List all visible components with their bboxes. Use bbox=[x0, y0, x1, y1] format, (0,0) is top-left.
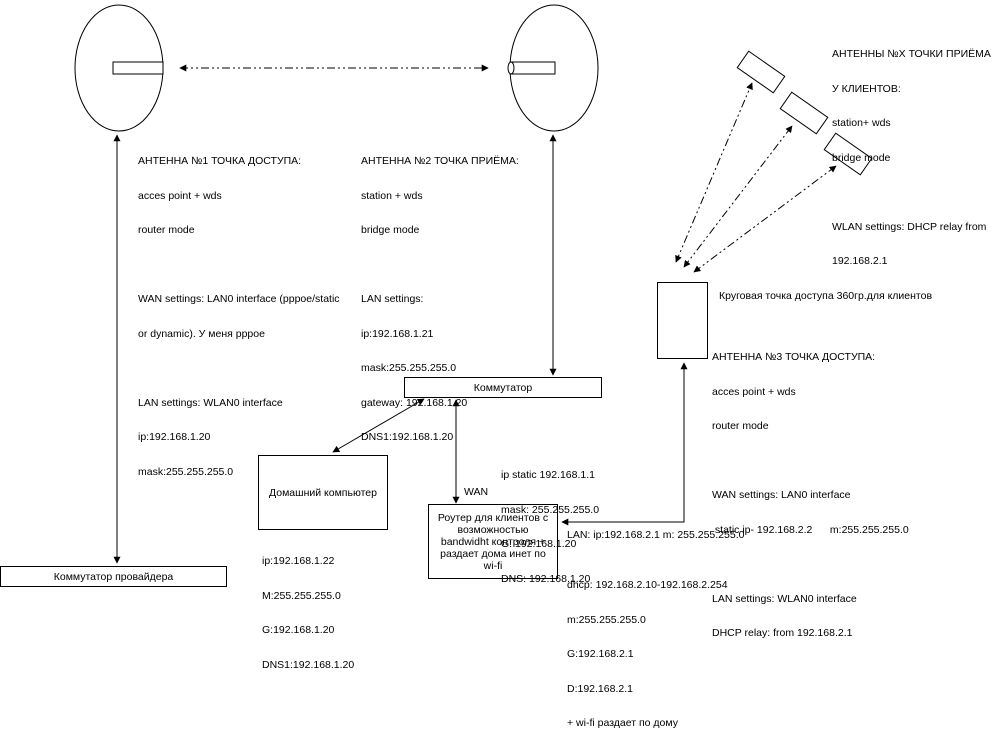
client-antennas-line: bridge mode bbox=[832, 151, 891, 164]
antenna-3-caption: Круговая точка доступа 360гр.для клиенто… bbox=[719, 290, 933, 302]
link-router-ap3 bbox=[561, 362, 688, 526]
router-dhcp-line: G:192.168.2.1 bbox=[567, 648, 634, 660]
antenna-1-line: WAN settings: LAN0 interface (pppoe/stat… bbox=[138, 293, 340, 305]
antenna-2-line: DNS1:192.168.1.20 bbox=[361, 431, 454, 443]
antenna-3-title: АНТЕННА №3 ТОЧКА ДОСТУПА: bbox=[712, 351, 876, 363]
antenna-1-line: LAN settings: WLAN0 interface bbox=[138, 396, 283, 409]
antenna-1-line: mask:255.255.255.0 bbox=[138, 465, 234, 478]
home-pc-line: G:192.168.1.20 bbox=[262, 624, 335, 636]
router-dhcp-line: m:255.255.255.0 bbox=[567, 613, 646, 626]
provider-switch-label: Коммутатор провайдера bbox=[53, 570, 174, 583]
antenna-2-line: LAN settings: bbox=[361, 293, 424, 305]
antenna-2-config: АНТЕННА №2 ТОЧКА ПРИЁМА: station + wds b… bbox=[361, 133, 519, 455]
home-pc-config: ip:192.168.1.22 M:255.255.255.0 G:192.16… bbox=[262, 533, 354, 683]
home-pc-line: M:255.255.255.0 bbox=[262, 589, 341, 602]
antenna-2-title: АНТЕННА №2 ТОЧКА ПРИЁМА: bbox=[361, 155, 519, 167]
provider-switch-box: Коммутатор провайдера bbox=[0, 566, 227, 587]
antenna-2-line: station + wds bbox=[361, 189, 423, 202]
antenna-2-line: mask:255.255.255.0 bbox=[361, 362, 457, 374]
client-antennas-line: WLAN settings: DHCP relay from bbox=[832, 220, 987, 233]
antenna-1-line: ip:192.168.1.20 bbox=[138, 431, 211, 443]
antenna-2-dish bbox=[507, 4, 599, 132]
antenna-1-line: acces point + wds bbox=[138, 189, 222, 202]
client-antennas-title: АНТЕННЫ №Х ТОЧКИ ПРИЁМА bbox=[832, 48, 991, 60]
router-wan-label: WAN bbox=[464, 486, 489, 498]
switch-label: Коммутатор bbox=[473, 381, 533, 394]
router-wan-line: G: 192.168.1.20 bbox=[501, 538, 577, 550]
client-antenna-2 bbox=[779, 91, 829, 135]
router-wan-line: mask: 255.255.255.0 bbox=[501, 503, 600, 516]
antenna-2-line: ip:192.168.1.21 bbox=[361, 327, 434, 340]
antenna-3-line: DHCP relay: from 192.168.2.1 bbox=[712, 627, 853, 639]
antenna-3-line: static ip- 192.168.2.2 m:255.255.255.0 bbox=[712, 523, 909, 536]
home-pc-box: Домашний компьютер bbox=[258, 455, 388, 530]
antenna-3-config: АНТЕННА №3 ТОЧКА ДОСТУПА: acces point + … bbox=[712, 329, 909, 651]
antenna-3-line: WAN settings: LAN0 interface bbox=[712, 489, 851, 501]
antenna-1-config: АНТЕННА №1 ТОЧКА ДОСТУПА: acces point + … bbox=[138, 133, 340, 490]
wireless-link-client-3 bbox=[693, 165, 837, 273]
router-lan-config: LAN: ip:192.168.2.1 m: 255.255.255.0 bbox=[567, 529, 745, 541]
router-wan-line: ip static 192.168.1.1 bbox=[501, 469, 595, 481]
router-box: Роутер для клиентов с возможностью bandw… bbox=[428, 504, 558, 579]
client-antenna-1 bbox=[736, 50, 786, 94]
client-antennas-line: station+ wds bbox=[832, 117, 891, 129]
router-wan-line: DNS: 192.168.1.20 bbox=[501, 572, 591, 585]
wireless-link-client-1 bbox=[675, 82, 753, 263]
router-dhcp-line: dhcp: 192.168.2.10-192.168.2.254 bbox=[567, 579, 728, 591]
switch-box: Коммутатор bbox=[404, 377, 602, 398]
router-dhcp-config: dhcp: 192.168.2.10-192.168.2.254 m:255.2… bbox=[567, 557, 728, 741]
wireless-link-client-2 bbox=[683, 125, 793, 268]
antenna-1-title: АНТЕННА №1 ТОЧКА ДОСТУПА: bbox=[138, 155, 302, 167]
client-antennas-config: АНТЕННЫ №Х ТОЧКИ ПРИЁМА У КЛИЕНТОВ: stat… bbox=[832, 26, 991, 279]
router-dhcp-line: + wi-fi раздает по дому bbox=[567, 717, 678, 729]
home-pc-label: Домашний компьютер bbox=[269, 486, 377, 499]
antenna-2-line: bridge mode bbox=[361, 224, 420, 236]
client-antenna-3 bbox=[823, 132, 873, 176]
home-pc-line: DNS1:192.168.1.20 bbox=[262, 658, 355, 671]
antenna-3-line: acces point + wds bbox=[712, 385, 796, 398]
client-antennas-line: У КЛИЕНТОВ: bbox=[832, 82, 901, 95]
antenna-3-line: LAN settings: WLAN0 interface bbox=[712, 592, 857, 605]
antenna-3-box bbox=[657, 282, 708, 359]
client-antennas-line: 192.168.2.1 bbox=[832, 255, 888, 267]
link-switch-pc bbox=[332, 398, 425, 453]
router-dhcp-line: D:192.168.2.1 bbox=[567, 682, 633, 695]
diagram-canvas bbox=[74, 4, 873, 564]
antenna-2-line: gateway: 192.168.1.20 bbox=[361, 396, 468, 409]
antenna-3-line: router mode bbox=[712, 420, 769, 432]
router-wan-config: ip static 192.168.1.1 mask: 255.255.255.… bbox=[501, 447, 599, 597]
router-label: Роутер для клиентов с возможностью bandw… bbox=[437, 511, 549, 572]
antenna-1-line: router mode bbox=[138, 224, 195, 236]
home-pc-line: ip:192.168.1.22 bbox=[262, 555, 335, 567]
antenna-1-line: or dynamic). У меня pppoe bbox=[138, 327, 265, 340]
antenna-1-dish bbox=[74, 4, 164, 132]
